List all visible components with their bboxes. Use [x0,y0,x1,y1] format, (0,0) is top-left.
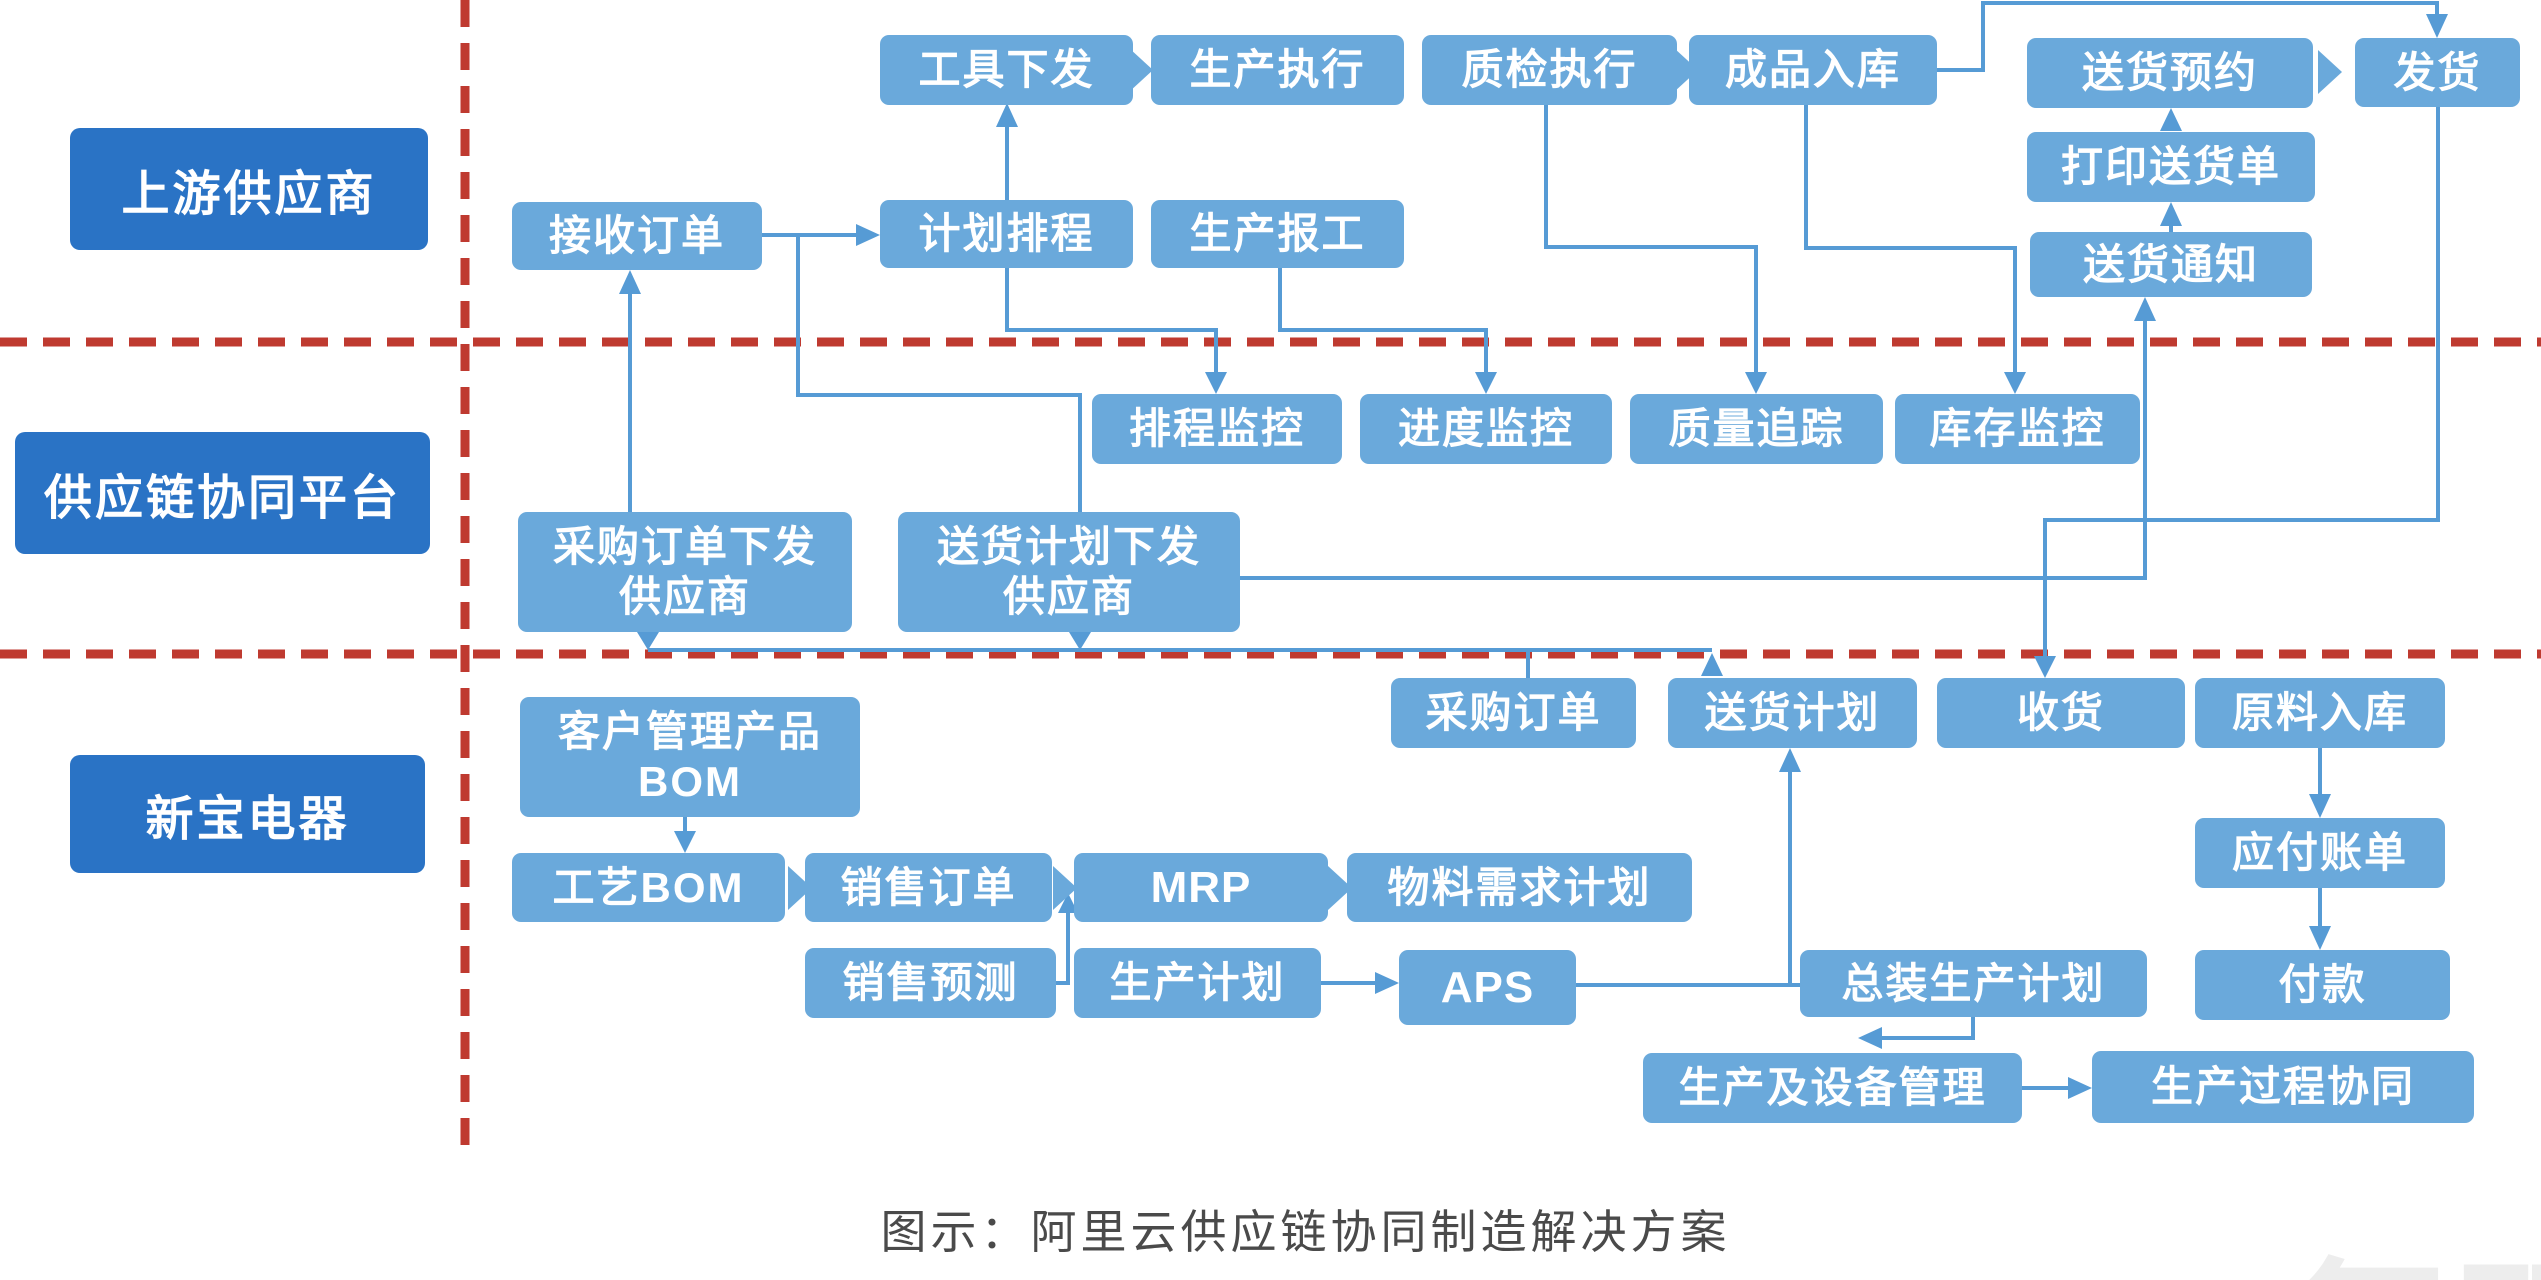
edge-schedule-to-schedule-monitor-arrow [1005,268,1227,394]
node-print-delivery-note: 打印送货单 [2027,132,2315,202]
node-production-execution: 生产执行 [1151,35,1404,105]
edge-production-plan-to-aps-arrow [1321,972,1399,994]
node-tool-issue: 工具下发 [880,35,1133,105]
node-inventory-monitor: 库存监控 [1895,394,2140,464]
node-sales-order: 销售订单 [805,853,1052,922]
node-label-line: 送货计划下发 [936,523,1201,571]
node-raw-material-in: 原料入库 [2195,678,2445,748]
chevron-processbom-to-salesorder [788,866,812,910]
node-process-bom: 工艺BOM [512,853,785,922]
lane-divider-lines [0,0,2541,1152]
chevron-salesorder-to-mrp [1053,866,1077,910]
node-po-issue-supplier: 采购订单下发 供应商 [518,512,852,632]
edge-delivery-notice-to-print-note-arrow [2160,202,2182,232]
node-delivery-booking: 送货预约 [2027,38,2313,108]
edge-forecast-to-mrp-junction-arrow [1056,893,1078,985]
node-payment: 付款 [2195,950,2450,1020]
chevron-qc-to-finishedgoods [1674,48,1698,92]
edge-boundary-bus [637,632,1723,678]
lane-upstream-label: 上游供应商 [70,128,428,250]
node-label-line: 客户管理产品 [557,708,822,756]
edge-equipment-mgmt-to-process-collab-arrow [2022,1077,2092,1099]
edge-finishedgoods-to-inventory-monitor-arrow [1804,105,2026,394]
node-production-report: 生产报工 [1151,200,1404,268]
edge-aps-to-assembly-plan-and-delivery-plan-arrow [1576,748,1801,987]
chevron-mrp-to-material-req [1328,866,1352,910]
node-material-requirement-plan: 物料需求计划 [1347,853,1692,922]
node-ship: 发货 [2355,38,2520,107]
edge-receive-order-to-delivery-plan-issue [796,235,1082,512]
edge-material-in-to-payable-arrow [2309,748,2331,818]
node-mrp: MRP [1074,853,1328,922]
node-delivery-plan-issue-supplier: 送货计划下发 供应商 [898,512,1240,632]
edge-receive-order-to-schedule-arrow [762,224,880,246]
node-label-line: BOM [638,758,742,805]
node-finished-goods-in: 成品入库 [1689,35,1937,105]
node-production-plan: 生产计划 [1074,948,1321,1018]
node-assembly-production-plan: 总装生产计划 [1800,950,2147,1017]
node-plan-scheduling: 计划排程 [880,200,1133,268]
caption: 图示：阿里云供应链协同制造解决方案 [880,1206,1731,1258]
node-production-equipment-mgmt: 生产及设备管理 [1643,1053,2022,1123]
edge-delivery-plan-issue-to-delivery-notice-arrow [1240,297,2156,580]
node-schedule-monitor: 排程监控 [1092,394,1342,464]
node-quality-inspection: 质检执行 [1422,35,1677,105]
node-customer-product-bom: 客户管理产品 BOM [520,697,860,817]
node-delivery-notice: 送货通知 [2030,232,2312,297]
node-label-line: 供应商 [1002,573,1135,620]
edge-assembly-plan-to-equipment-mgmt-arrow [1858,1017,1975,1049]
lane-platform-label: 供应链协同平台 [15,432,430,554]
node-production-process-collab: 生产过程协同 [2092,1051,2474,1123]
edge-print-note-to-delivery-booking-arrow [2160,108,2182,131]
node-label-line: 供应商 [618,573,751,620]
chevron-connectors [788,48,2342,910]
edge-schedule-to-tool-arrow [996,103,1018,200]
node-purchase-order: 采购订单 [1391,678,1636,748]
chevron-booking-to-ship [2318,50,2342,94]
edge-ship-to-receive-goods-arrow [2034,107,2440,678]
node-receive-goods: 收货 [1937,678,2185,748]
node-delivery-plan: 送货计划 [1668,678,1917,748]
node-progress-monitor: 进度监控 [1360,394,1612,464]
edge-po-issue-to-receive-order-arrow [619,270,641,512]
chevron-tool-to-execution [1129,48,1153,92]
lane-xinbao-label: 新宝电器 [70,755,425,873]
edge-qc-to-quality-trace-arrow [1544,105,1767,394]
node-sales-forecast: 销售预测 [805,948,1056,1018]
node-label-line: 采购订单下发 [552,523,817,571]
edge-report-to-progress-monitor-arrow [1278,268,1497,394]
watermark: 36氪研究 [2085,1205,2541,1280]
flow-edges [619,1,2448,1099]
edge-customer-bom-to-process-bom-arrow [674,817,696,853]
node-accounts-payable: 应付账单 [2195,818,2445,888]
edge-finishedgoods-to-ship-arrow [1937,1,2448,72]
node-aps: APS [1399,950,1576,1025]
edge-payable-to-payment-arrow [2309,888,2331,950]
node-receive-order: 接收订单 [512,202,762,270]
node-quality-trace: 质量追踪 [1630,394,1883,464]
